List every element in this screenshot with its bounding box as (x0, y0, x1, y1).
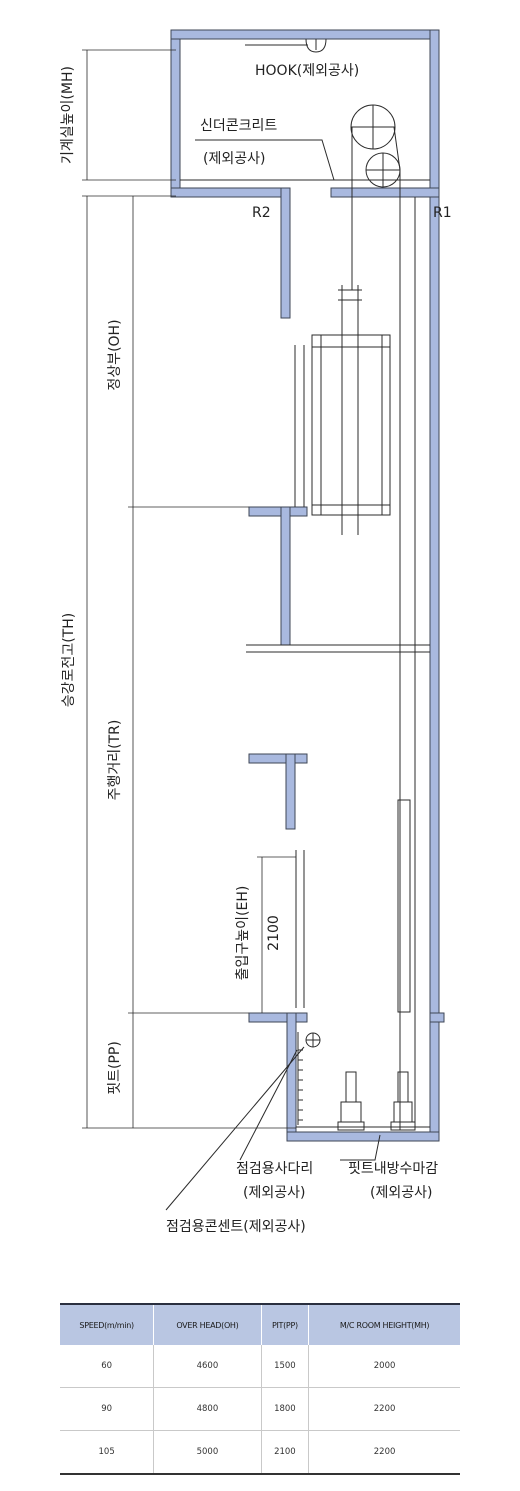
header-mc-room-height: M/C ROOM HEIGHT(MH) (308, 1305, 460, 1345)
header-speed: SPEED(m/min) (60, 1305, 155, 1345)
table-top-rule (60, 1303, 460, 1305)
pp-label: 핏트(PP) (107, 1041, 123, 1095)
eh-label: 출입구높이(EH) (235, 886, 251, 981)
dimension-lines (82, 49, 296, 1129)
header-over-head: OVER HEAD(OH) (153, 1305, 262, 1345)
mh-label: 기계실높이(MH) (60, 66, 76, 164)
diagram-labels: 기계실높이(MH) HOOK(제외공사) 신더콘크리트 (제외공사) R2 R1… (60, 63, 452, 1235)
table-cell: 90 (60, 1387, 155, 1431)
table-cell: 2200 (308, 1387, 460, 1431)
table-cell: 60 (60, 1345, 155, 1388)
hook-label: HOOK(제외공사) (255, 63, 359, 79)
table-cell: 105 (60, 1430, 155, 1475)
oh-label: 정상부(OH) (107, 319, 123, 390)
table-row: 90 4800 1800 2200 (60, 1387, 460, 1431)
elevator-hoistway-diagram: 기계실높이(MH) HOOK(제외공사) 신더콘크리트 (제외공사) R2 R1… (60, 29, 452, 1235)
table-cell: 2200 (308, 1430, 460, 1475)
waterproof-label-line2: (제외공사) (370, 1185, 432, 1201)
cinder-label-line1: 신더콘크리트 (200, 118, 277, 134)
header-pit: PIT(PP) (261, 1305, 310, 1345)
table-cell: 4600 (153, 1345, 262, 1388)
outlet-label: 점검용콘센트(제외공사) (166, 1219, 306, 1235)
cinder-label-line2: (제외공사) (203, 151, 265, 167)
waterproof-label-line1: 핏트내방수마감 (348, 1161, 438, 1177)
th-label: 승강로전고(TH) (61, 613, 77, 707)
table-cell: 2000 (308, 1345, 460, 1388)
table-cell: 1500 (261, 1345, 310, 1388)
r2-label: R2 (252, 205, 271, 221)
table-cell: 4800 (153, 1387, 262, 1431)
tr-label: 주행거리(TR) (107, 720, 123, 801)
table-cell: 5000 (153, 1430, 262, 1475)
table-row: 60 4600 1500 2000 (60, 1345, 460, 1388)
eh-value: 2100 (266, 915, 282, 951)
table-header-row: SPEED(m/min) OVER HEAD(OH) PIT(PP) M/C R… (60, 1305, 460, 1345)
ladder-label-line2: (제외공사) (243, 1185, 305, 1201)
hoistway-walls (170, 29, 445, 1142)
table-cell: 1800 (261, 1387, 310, 1431)
hoistway-equipment (165, 38, 430, 1211)
ladder-label-line1: 점검용사다리 (236, 1161, 313, 1177)
r1-label: R1 (433, 205, 452, 221)
table-cell: 2100 (261, 1430, 310, 1475)
spec-table: SPEED(m/min) OVER HEAD(OH) PIT(PP) M/C R… (60, 1305, 460, 1475)
table-row: 105 5000 2100 2200 (60, 1430, 460, 1475)
